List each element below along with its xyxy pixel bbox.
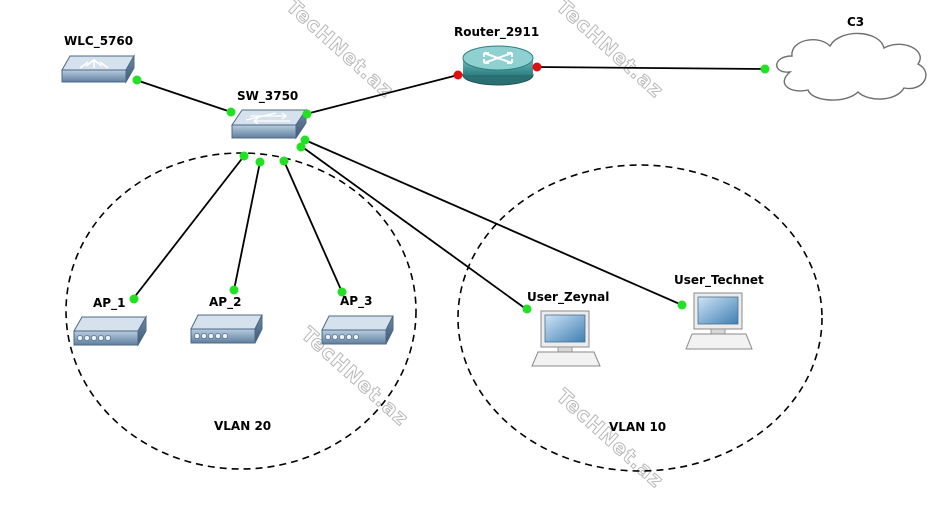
link-switch-router[interactable] bbox=[305, 74, 459, 115]
wlc-device[interactable]: WLC_5760 bbox=[61, 34, 135, 84]
workstation-icon bbox=[685, 292, 753, 350]
ap3-label: AP_3 bbox=[340, 294, 372, 309]
port-up-indicator bbox=[279, 156, 289, 166]
cloud-label: C3 bbox=[847, 15, 864, 29]
user-zeynal-label: User_Zeynal bbox=[527, 290, 609, 305]
link-router-cloud[interactable] bbox=[536, 66, 766, 70]
vlan10-label: VLAN 10 bbox=[609, 420, 666, 434]
port-up-indicator bbox=[132, 75, 142, 85]
port-up-indicator bbox=[677, 300, 687, 310]
vlan10-zone bbox=[457, 164, 823, 472]
port-up-indicator bbox=[302, 109, 312, 119]
access-point-icon bbox=[190, 314, 263, 330]
user-zeynal-device[interactable]: User_Zeynal bbox=[527, 290, 609, 367]
port-up-indicator bbox=[239, 151, 249, 161]
workstation-icon bbox=[531, 310, 601, 367]
watermark-text: TecHNet.az bbox=[282, 0, 399, 103]
cloud-device[interactable]: C3 bbox=[776, 15, 927, 101]
link-switch-ap1[interactable] bbox=[132, 155, 245, 300]
ap2-label: AP_2 bbox=[209, 295, 241, 310]
link-wlc-switch[interactable] bbox=[135, 79, 232, 113]
wlc-label: WLC_5760 bbox=[64, 34, 133, 49]
router-device[interactable]: Router_2911 bbox=[454, 25, 539, 86]
vlan20-label: VLAN 20 bbox=[214, 419, 271, 433]
port-up-indicator bbox=[296, 142, 306, 152]
access-point-icon bbox=[321, 315, 394, 331]
port-up-indicator bbox=[300, 135, 310, 145]
cloud-icon bbox=[776, 32, 927, 101]
switch-device[interactable]: SW_3750 bbox=[231, 89, 307, 140]
watermark-text: TecHNet.az bbox=[552, 384, 669, 493]
router-label: Router_2911 bbox=[454, 25, 539, 40]
link-switch-user-zeynal[interactable] bbox=[300, 145, 527, 310]
switch-label: SW_3750 bbox=[237, 89, 298, 104]
ap1-label: AP_1 bbox=[93, 296, 125, 311]
access-point-icon bbox=[73, 316, 147, 332]
port-up-indicator bbox=[255, 157, 265, 167]
port-up-indicator bbox=[522, 304, 532, 314]
watermark-text: TecHNet.az bbox=[552, 0, 669, 103]
ap2-device[interactable]: AP_2 bbox=[190, 295, 263, 344]
port-up-indicator bbox=[760, 64, 770, 74]
links bbox=[132, 66, 766, 310]
port-up-indicator bbox=[337, 287, 347, 297]
multilayer-switch-icon bbox=[231, 109, 307, 126]
port-up-indicator bbox=[129, 294, 139, 304]
ap1-device[interactable]: AP_1 bbox=[73, 296, 147, 347]
port-down-indicator bbox=[453, 70, 463, 80]
port-up-indicator bbox=[226, 107, 236, 117]
link-switch-ap3[interactable] bbox=[283, 160, 343, 293]
user-technet-label: User_Technet bbox=[674, 273, 764, 288]
port-down-indicator bbox=[532, 62, 542, 72]
user-technet-device[interactable]: User_Technet bbox=[674, 273, 764, 350]
port-indicators bbox=[129, 62, 770, 314]
link-switch-user-technet[interactable] bbox=[304, 139, 683, 306]
ap3-device[interactable]: AP_3 bbox=[321, 294, 394, 345]
port-up-indicator bbox=[229, 285, 239, 295]
link-switch-ap2[interactable] bbox=[233, 161, 261, 291]
